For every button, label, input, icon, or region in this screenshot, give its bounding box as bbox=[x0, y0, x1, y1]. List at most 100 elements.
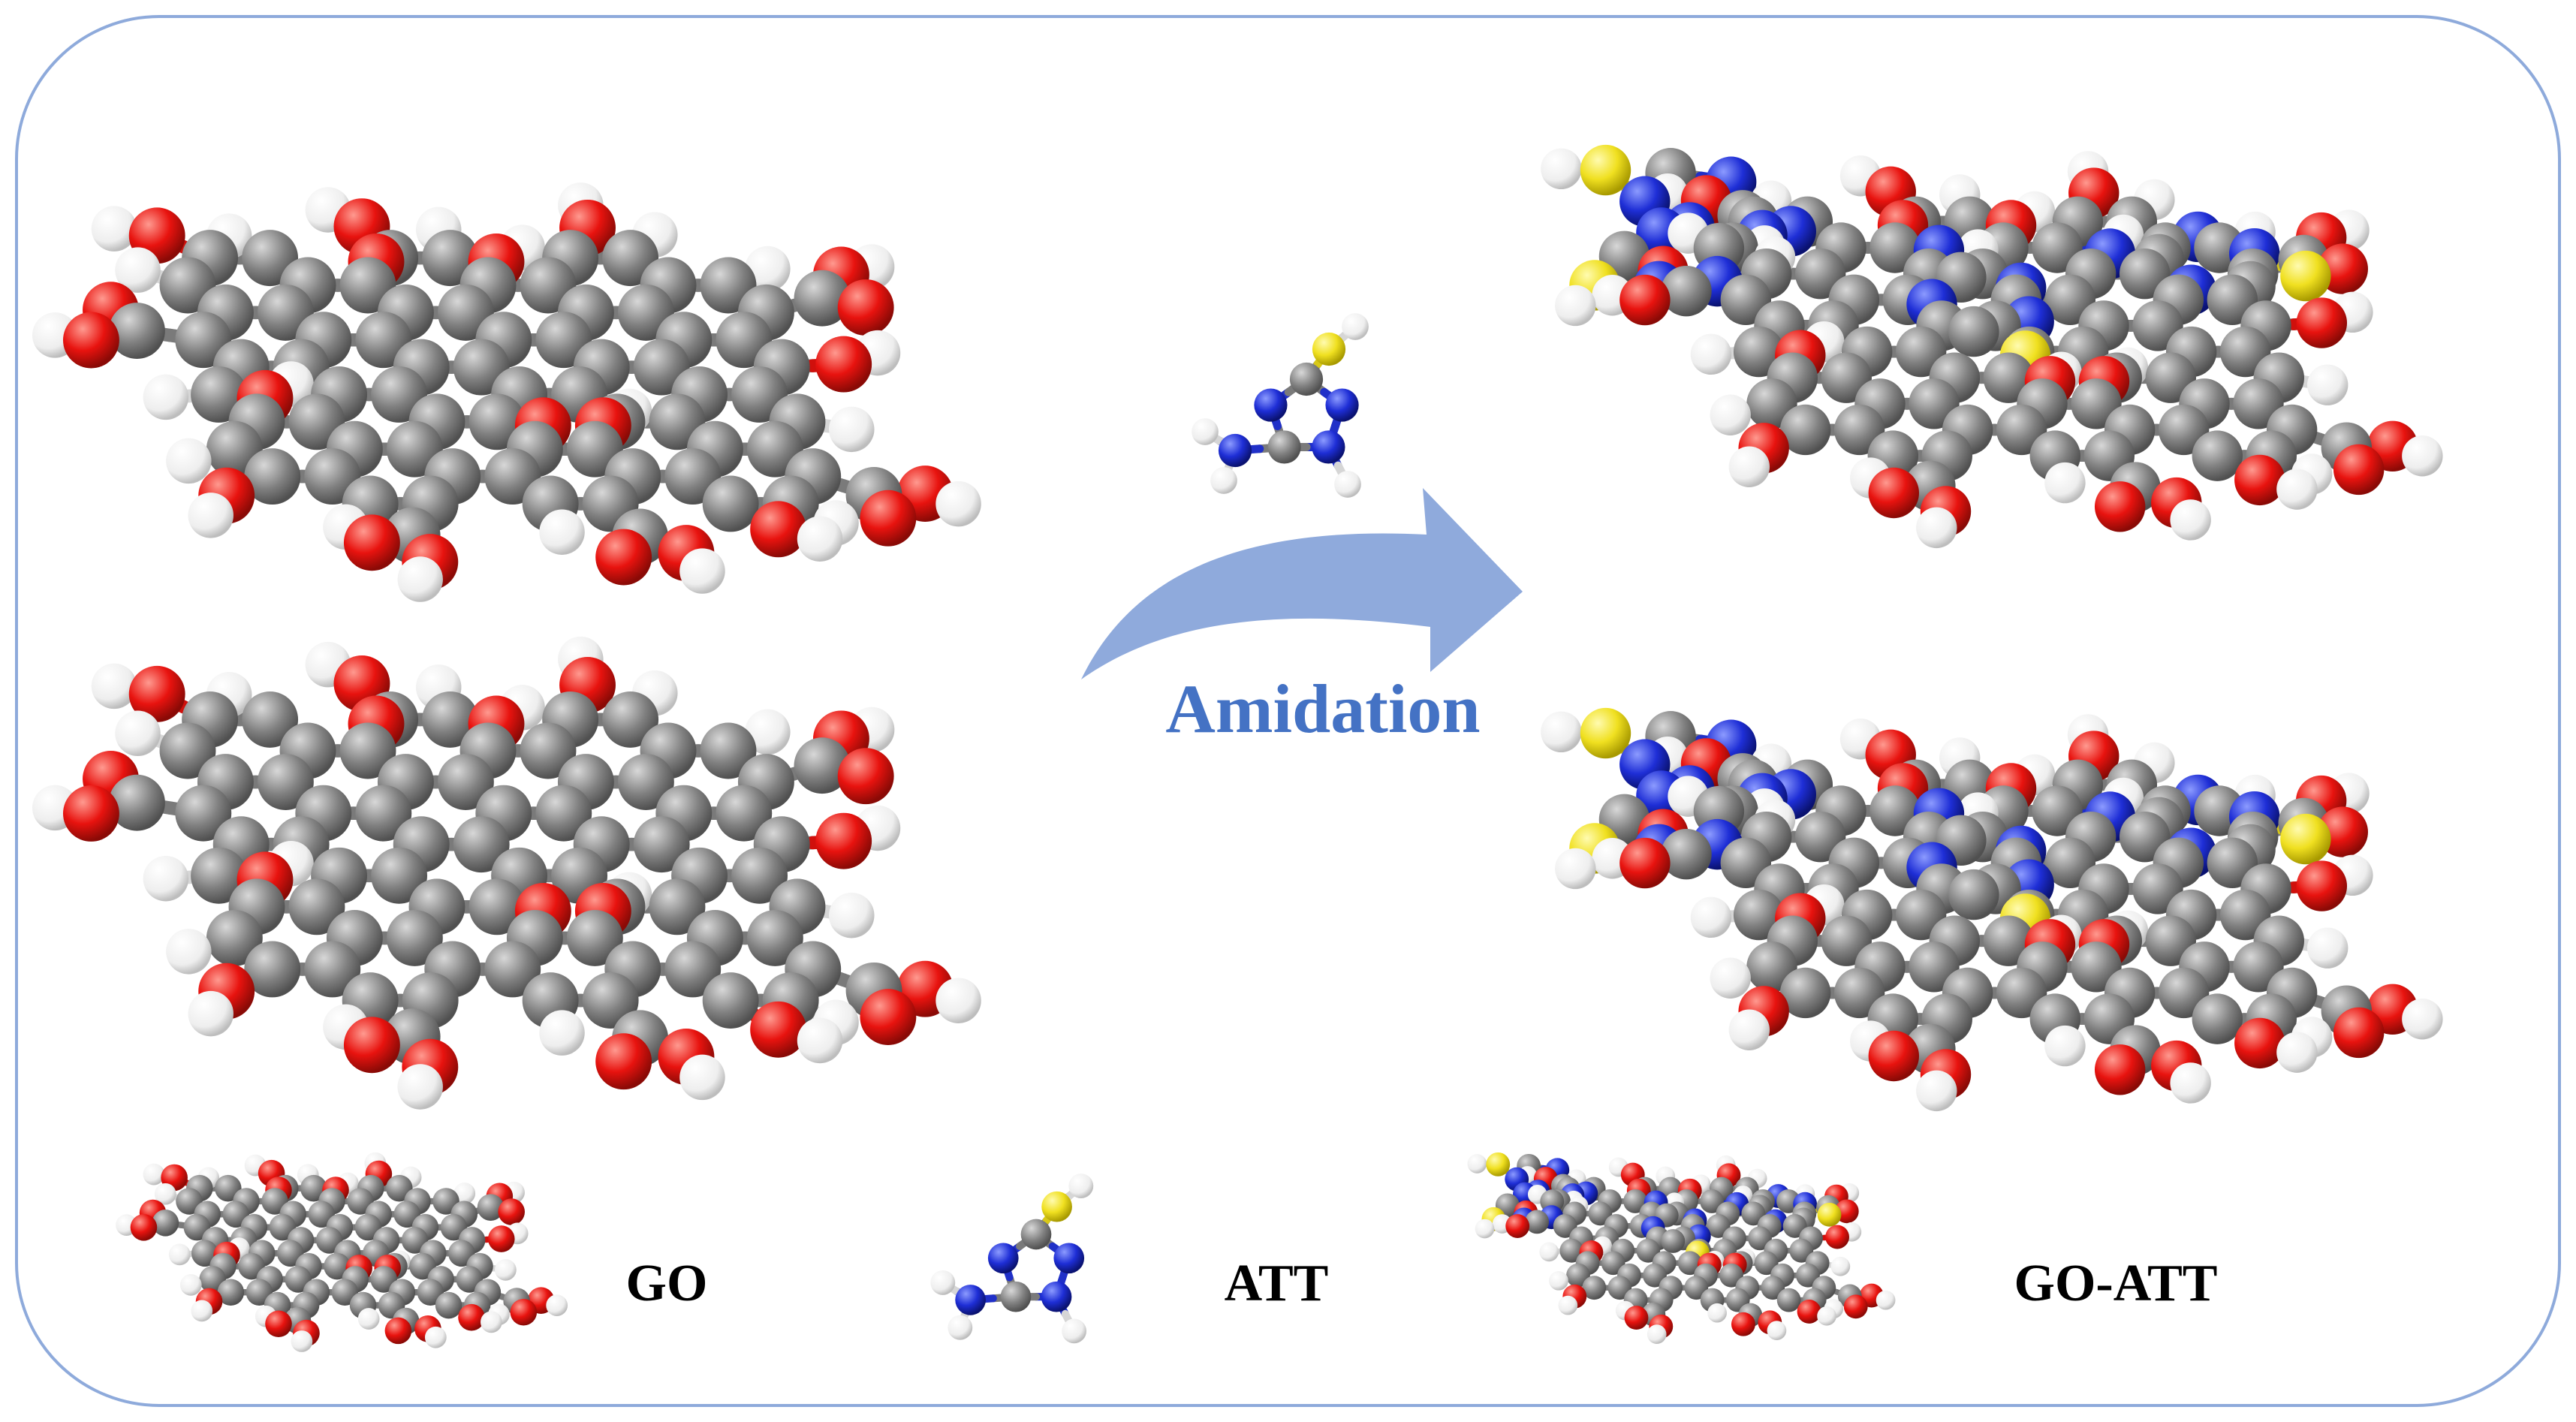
atom-H bbox=[397, 1064, 443, 1110]
atom-H bbox=[1707, 1303, 1727, 1323]
atom-H bbox=[2170, 1062, 2211, 1104]
atom-H bbox=[1916, 1070, 1957, 1112]
atom-C bbox=[602, 691, 659, 748]
atom-C bbox=[1948, 869, 1999, 920]
atom-H bbox=[2276, 1032, 2318, 1073]
go-label: GO bbox=[626, 1255, 708, 1312]
atom-H bbox=[1541, 711, 1582, 753]
atom-N bbox=[1053, 1243, 1085, 1274]
atom-H bbox=[179, 1274, 202, 1296]
atom-C bbox=[1776, 1288, 1801, 1312]
atom-H bbox=[424, 1326, 447, 1348]
atom-C bbox=[716, 785, 773, 842]
atom-H bbox=[935, 978, 981, 1023]
atom-S bbox=[1312, 332, 1346, 366]
atom-O bbox=[2296, 860, 2348, 911]
atom-O bbox=[837, 279, 894, 336]
atom-O bbox=[595, 529, 652, 586]
atom-C bbox=[617, 754, 674, 811]
atom-C bbox=[731, 847, 788, 904]
atom-S bbox=[1817, 1202, 1842, 1227]
atom-H bbox=[168, 1243, 191, 1266]
atom-O bbox=[1868, 1030, 1920, 1082]
atom-O bbox=[2333, 1007, 2385, 1059]
atom-O bbox=[595, 1033, 652, 1090]
atom-O bbox=[860, 490, 917, 547]
atom-C bbox=[1525, 1210, 1550, 1234]
atom-C bbox=[1000, 1281, 1032, 1312]
atom-C bbox=[288, 878, 345, 935]
atom-H bbox=[143, 374, 189, 420]
atom-H bbox=[453, 1182, 476, 1204]
atom-H bbox=[1830, 1256, 1851, 1276]
atom-C bbox=[386, 909, 443, 966]
atom-O bbox=[130, 1214, 158, 1241]
atom-N bbox=[987, 1243, 1019, 1274]
atom-O bbox=[750, 1001, 807, 1058]
atom-H bbox=[1467, 1154, 1487, 1173]
atom-C bbox=[355, 785, 412, 842]
att-label: ATT bbox=[1225, 1255, 1329, 1312]
go-att-label: GO-ATT bbox=[2014, 1255, 2218, 1312]
atom-O bbox=[62, 785, 119, 842]
atom-H bbox=[1210, 467, 1237, 494]
atom-O bbox=[128, 665, 185, 722]
atom-C bbox=[1020, 1219, 1052, 1250]
atom-H bbox=[1068, 1173, 1094, 1199]
atom-H bbox=[1558, 1295, 1578, 1315]
atom-O bbox=[265, 1310, 292, 1338]
atom-C bbox=[535, 785, 592, 842]
atom-H bbox=[495, 1258, 517, 1281]
atom-H bbox=[1192, 418, 1219, 445]
atom-N bbox=[1218, 433, 1252, 468]
atom-C bbox=[633, 816, 690, 873]
atom-H bbox=[1817, 1306, 1836, 1326]
atom-C bbox=[746, 909, 803, 966]
atom-C bbox=[469, 878, 526, 935]
atom-C bbox=[422, 691, 479, 748]
atom-H bbox=[797, 1017, 843, 1064]
atom-C bbox=[242, 691, 299, 748]
atom-H bbox=[948, 1315, 973, 1340]
atom-O bbox=[2234, 1017, 2285, 1069]
atom-H bbox=[539, 509, 585, 555]
atom-N bbox=[1254, 388, 1288, 422]
atom-C bbox=[664, 941, 722, 998]
atom-C bbox=[2192, 430, 2243, 481]
atom-O bbox=[1619, 274, 1671, 326]
atom-C bbox=[520, 722, 577, 779]
atom-N bbox=[1325, 388, 1359, 422]
atom-C bbox=[794, 270, 851, 327]
atom-O bbox=[1731, 1312, 1755, 1336]
atom-C bbox=[484, 941, 541, 998]
atom-H bbox=[1647, 1324, 1667, 1344]
go-sheet-bottom bbox=[32, 636, 981, 1110]
atom-C bbox=[582, 972, 639, 1029]
atom-H bbox=[1342, 313, 1369, 340]
atom-O bbox=[1505, 1214, 1530, 1238]
atom-S bbox=[1486, 1152, 1511, 1176]
atom-H bbox=[191, 1300, 213, 1322]
atom-C bbox=[1289, 362, 1324, 396]
atom-H bbox=[397, 556, 443, 602]
atom-C bbox=[1661, 265, 1712, 317]
atom-H bbox=[154, 1182, 176, 1205]
atom-H bbox=[115, 710, 161, 757]
atom-C bbox=[304, 941, 361, 998]
atom-C bbox=[649, 878, 706, 935]
atom-S bbox=[1580, 707, 1631, 759]
atom-O bbox=[1797, 1300, 1821, 1324]
atom-C bbox=[244, 941, 301, 998]
atom-C bbox=[453, 816, 510, 873]
atom-H bbox=[143, 855, 189, 902]
atom-H bbox=[1062, 1318, 1087, 1344]
go-att-legend-icon bbox=[1467, 1152, 1896, 1344]
atom-C bbox=[244, 448, 301, 505]
atom-H bbox=[679, 548, 725, 594]
atom-O bbox=[458, 1303, 485, 1331]
atom-C bbox=[217, 1279, 245, 1306]
go-att-product-bottom bbox=[1541, 707, 2443, 1112]
atom-C bbox=[702, 972, 759, 1029]
atom-H bbox=[166, 438, 212, 484]
